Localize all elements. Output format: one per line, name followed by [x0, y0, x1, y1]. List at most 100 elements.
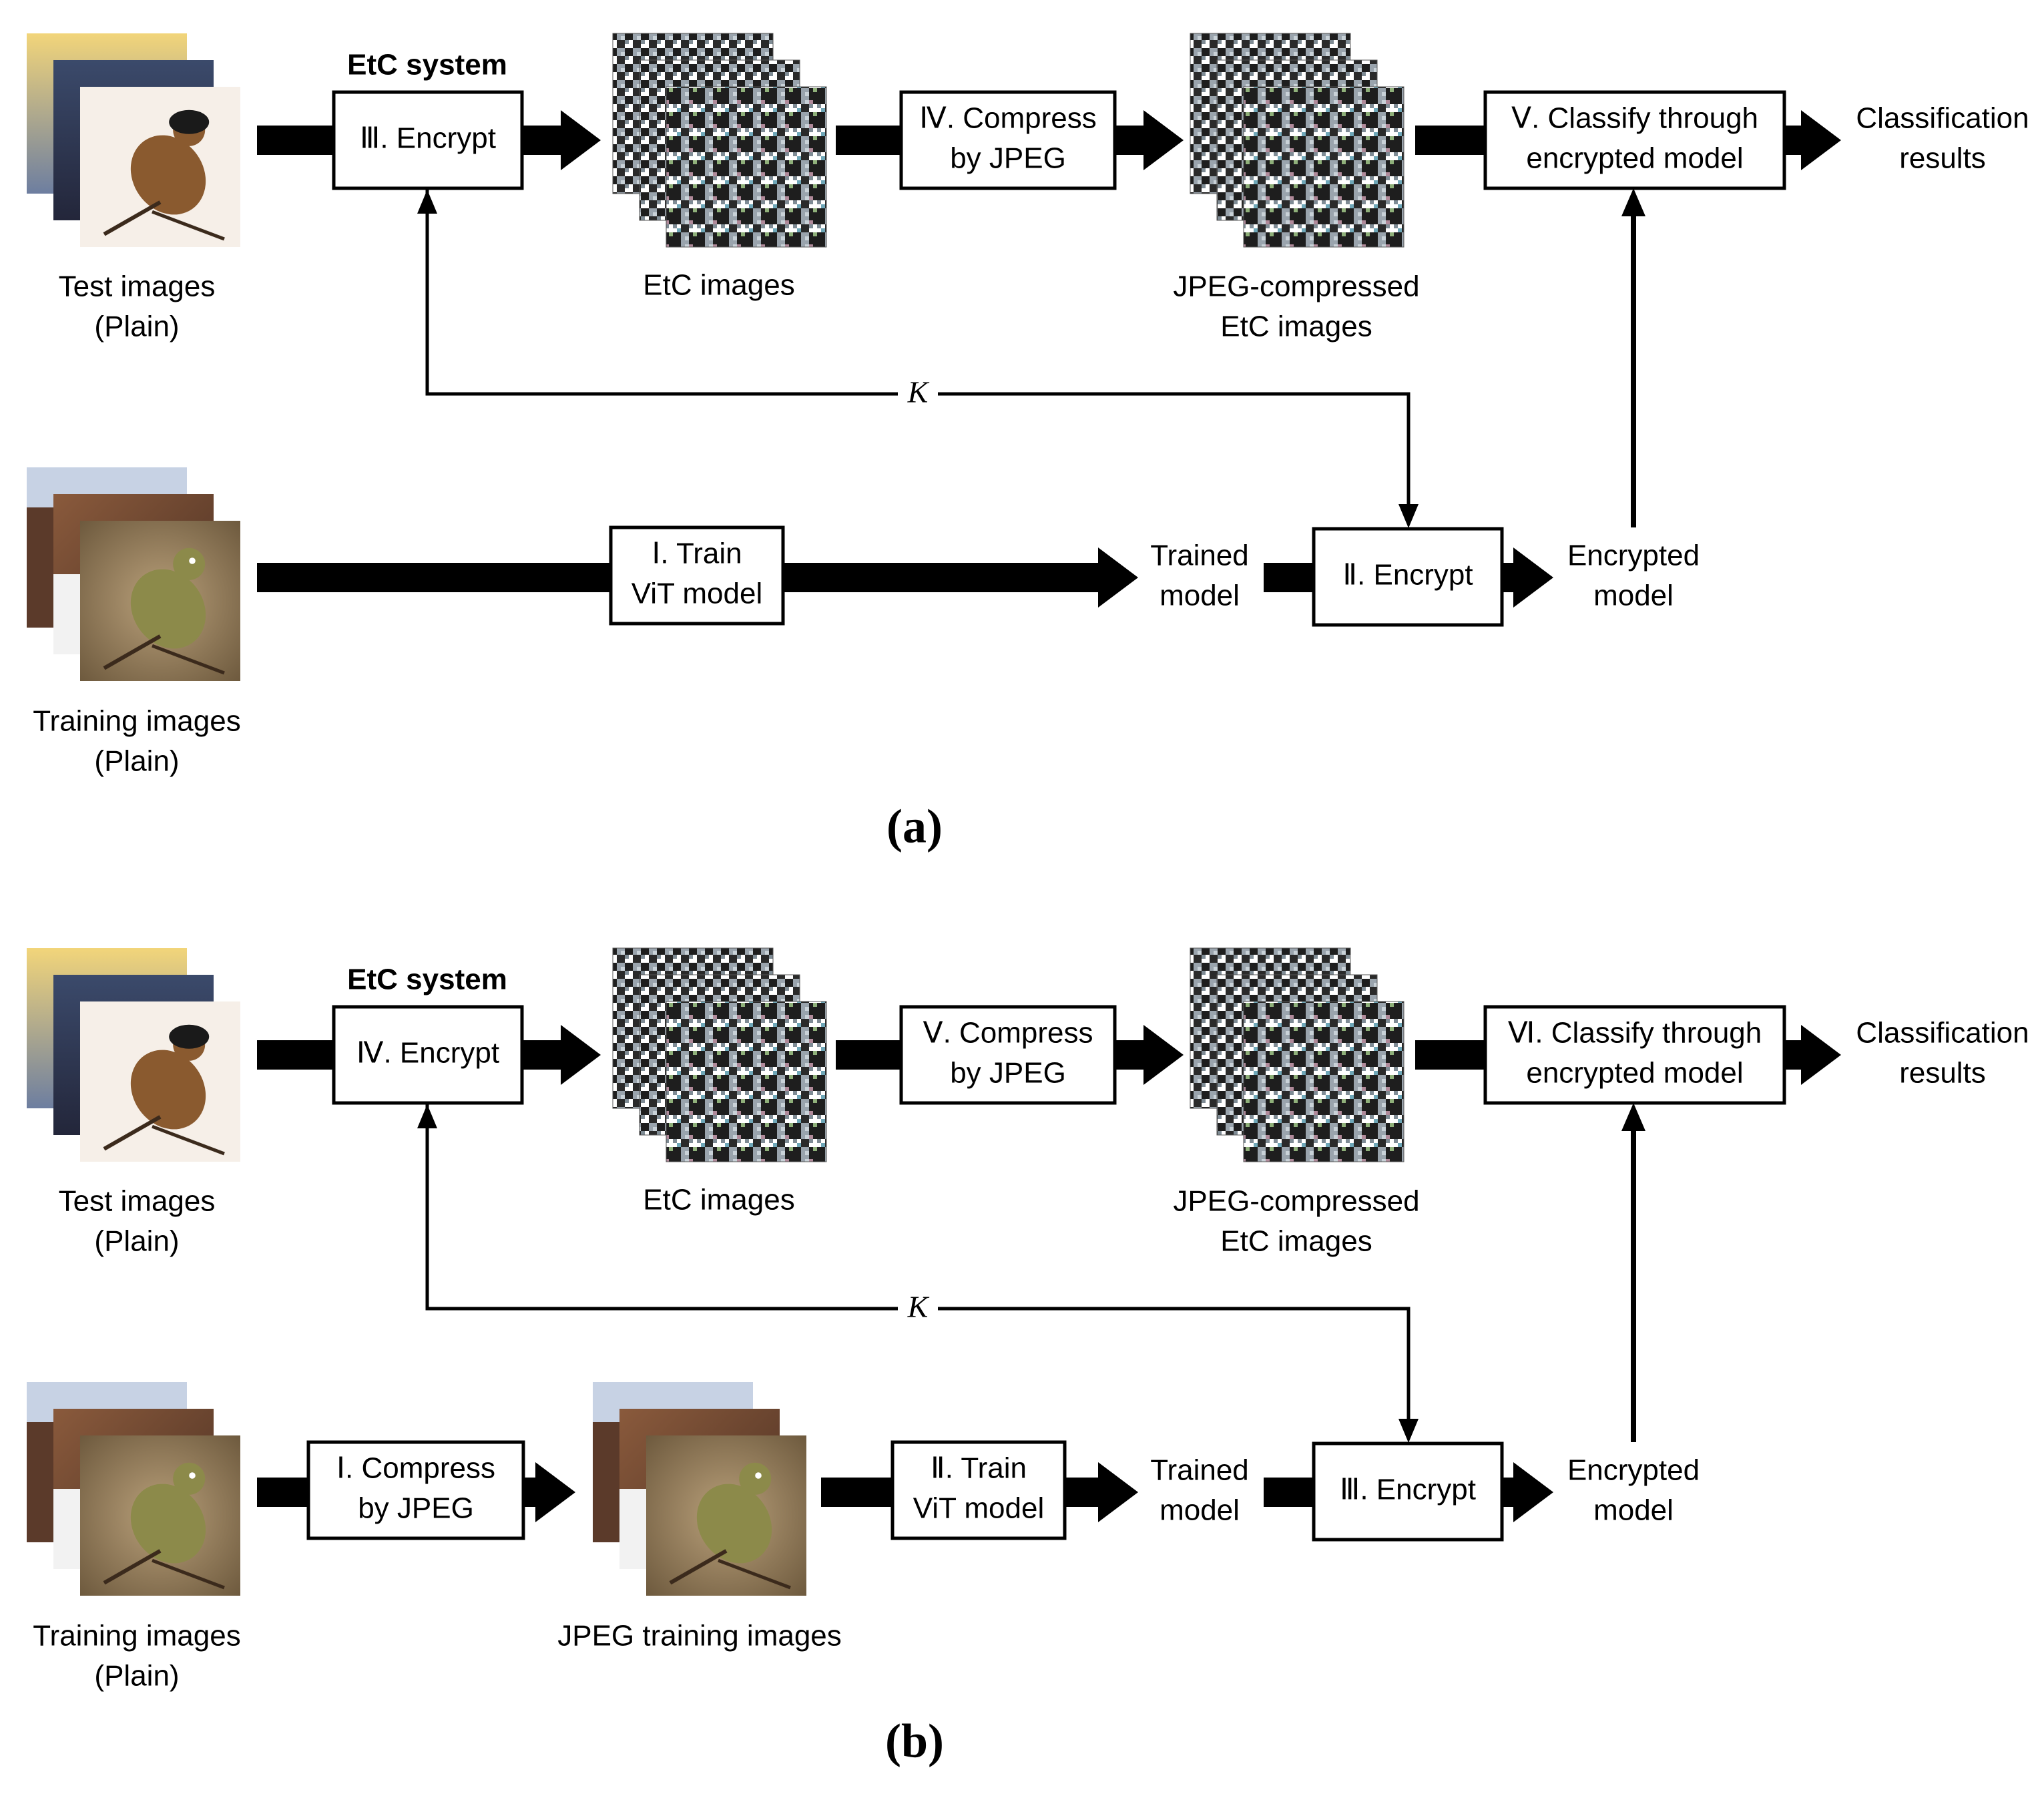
arrow-to-jpeg-training	[523, 1462, 575, 1522]
arrow-model-to-classify-head	[1621, 188, 1645, 216]
panel-caption: (a)	[886, 800, 943, 853]
encrypt-images-step-label: Ⅲ. Encrypt	[360, 122, 496, 155]
test-images-label: Test images	[59, 1185, 216, 1218]
arrow-model-to-classify-head	[1621, 1103, 1645, 1131]
arrow-into-classify	[1415, 126, 1485, 155]
key-line	[425, 188, 1411, 504]
test-images-label: (Plain)	[94, 310, 179, 343]
encrypted-model-label: Encrypted	[1567, 1454, 1700, 1487]
train-step-box	[890, 1440, 1067, 1540]
classify-step-label: Ⅴ. Classify through	[1511, 102, 1758, 135]
arrow-into-train	[821, 1478, 892, 1507]
key-label: K	[907, 1290, 930, 1324]
bird-photo	[646, 1435, 806, 1596]
classify-step-label: Ⅵ. Classify through	[1508, 1017, 1762, 1050]
etc-images-label: EtC images	[643, 269, 794, 302]
trained-model-label: model	[1160, 1494, 1240, 1527]
test-images-label: Test images	[59, 270, 216, 303]
encrypted-model-label: Encrypted	[1567, 539, 1700, 572]
arrow-to-etc-images	[522, 110, 601, 170]
encrypt-model-step-box	[1312, 1441, 1504, 1542]
arrow-into-encrypt-model	[1264, 563, 1314, 592]
encrypted-model-label: model	[1593, 580, 1674, 612]
arrow-into-compress-training	[257, 1478, 308, 1507]
encrypt-images-step-label: Ⅳ. Encrypt	[356, 1037, 499, 1070]
arrow-into-compress	[836, 126, 901, 155]
compress-step-label: by JPEG	[950, 1057, 1066, 1090]
arrow-into-train	[257, 563, 611, 592]
etc-images-stack	[612, 947, 827, 1162]
training-images-stack	[27, 1382, 240, 1596]
arrow-to-etc-images	[522, 1025, 601, 1085]
compress-training-step-box	[306, 1440, 525, 1540]
encrypt-model-step-label: Ⅱ. Encrypt	[1342, 559, 1473, 592]
key-line	[425, 1103, 1411, 1419]
arrow-to-jpeg-etc	[1115, 110, 1184, 170]
classify-step-box	[1483, 90, 1786, 190]
key-arrowhead-up	[417, 190, 437, 214]
train-step-label: Ⅱ. Train	[931, 1452, 1027, 1485]
panel-b: Test images (Plain) EtC system Ⅳ. EncryptEt…	[27, 947, 2029, 1768]
classify-step-label: encrypted model	[1526, 142, 1743, 175]
jpeg-etc-images-label: JPEG-compressed	[1173, 1185, 1419, 1218]
training-images-label: (Plain)	[94, 1660, 179, 1693]
jpeg-training-images-stack	[593, 1382, 806, 1596]
panel-a: Test images (Plain) EtC system Ⅲ. EncryptEt…	[27, 33, 2029, 853]
compress-step-label: Ⅳ. Compress	[919, 102, 1097, 135]
training-images-label: Training images	[33, 1620, 240, 1652]
jpeg-etc-images-label: EtC images	[1220, 1225, 1372, 1258]
bird-photo	[80, 1001, 240, 1162]
test-images-stack	[27, 948, 240, 1162]
classify-step-box	[1483, 1005, 1786, 1105]
compress-training-step-label: Ⅰ. Compress	[336, 1452, 495, 1485]
training-images-stack	[27, 467, 240, 681]
trained-model-label: Trained	[1150, 1454, 1249, 1487]
arrow-into-encrypt	[257, 126, 334, 155]
etc-system-label: EtC system	[347, 963, 507, 996]
arrow-into-compress	[836, 1040, 901, 1070]
etc-system-label: EtC system	[347, 49, 507, 81]
etc-images-label: EtC images	[643, 1184, 794, 1216]
panel-caption: (b)	[885, 1715, 944, 1768]
key-arrowhead-down	[1398, 504, 1419, 528]
compress-step-label: Ⅴ. Compress	[923, 1017, 1093, 1050]
arrow-to-trained-model	[783, 547, 1138, 608]
jpeg-training-images-label: JPEG training images	[557, 1620, 842, 1652]
bird-photo	[80, 87, 240, 247]
test-images-stack	[27, 33, 240, 247]
etc-images-stack	[612, 33, 827, 248]
train-step-label: ViT model	[913, 1492, 1044, 1525]
arrow-into-classify	[1415, 1040, 1485, 1070]
arrow-to-encrypted-model	[1502, 547, 1553, 608]
classification-results-label: results	[1899, 1057, 1986, 1090]
jpeg-etc-images-label: EtC images	[1220, 310, 1372, 343]
train-step-label: Ⅰ. Train	[652, 537, 742, 570]
classification-results-label: results	[1899, 142, 1986, 175]
encrypted-model-label: model	[1593, 1494, 1674, 1527]
classification-results-label: Classification	[1856, 1017, 2029, 1050]
classify-step-label: encrypted model	[1526, 1057, 1743, 1090]
classification-results-label: Classification	[1856, 102, 2029, 135]
arrow-to-jpeg-etc	[1115, 1025, 1184, 1085]
compress-step-label: by JPEG	[950, 142, 1066, 175]
test-images-label: (Plain)	[94, 1225, 179, 1258]
training-images-label: (Plain)	[94, 745, 179, 778]
bird-photo	[80, 1435, 240, 1596]
training-images-label: Training images	[33, 705, 240, 738]
arrow-to-encrypted-model	[1502, 1462, 1553, 1522]
compress-training-step-label: by JPEG	[358, 1492, 474, 1525]
jpeg-etc-images-stack	[1190, 947, 1404, 1162]
train-step-label: ViT model	[631, 578, 762, 610]
arrow-to-results	[1784, 1025, 1841, 1085]
trained-model-label: Trained	[1150, 539, 1249, 572]
arrow-into-encrypt	[257, 1040, 334, 1070]
bird-photo	[80, 521, 240, 681]
arrow-model-to-classify	[1631, 215, 1636, 527]
compress-step-box	[899, 1005, 1117, 1105]
arrow-into-encrypt-model	[1264, 1478, 1314, 1507]
trained-model-label: model	[1160, 580, 1240, 612]
jpeg-etc-images-stack	[1190, 33, 1404, 248]
encrypt-model-step-label: Ⅲ. Encrypt	[1340, 1474, 1476, 1506]
arrow-to-trained-model	[1065, 1462, 1138, 1522]
